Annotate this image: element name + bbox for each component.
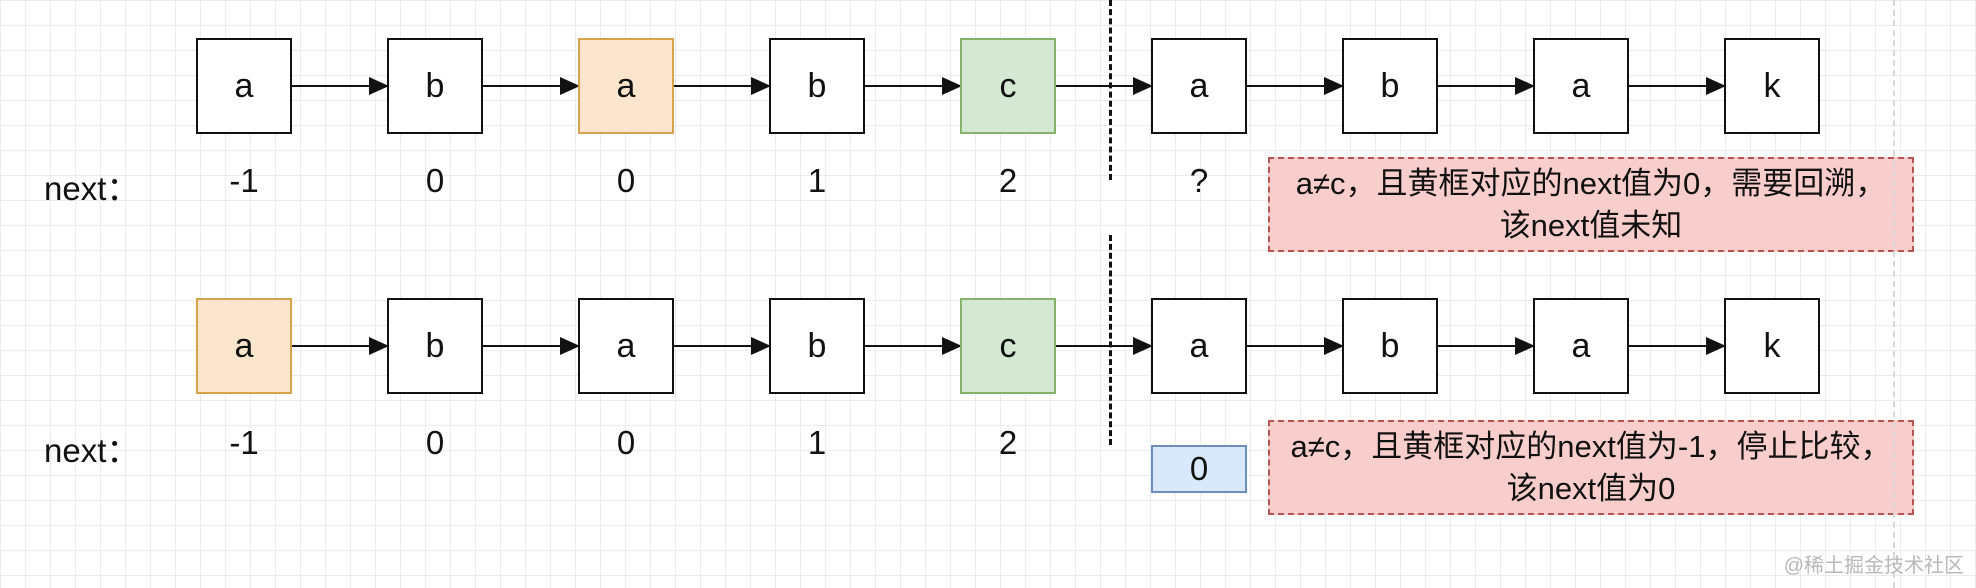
next-value: 0 [425,424,445,461]
next-value: -1 [229,162,259,199]
dashed-divider [1109,235,1112,445]
list-node: b [1342,298,1438,394]
list-node: a [1151,298,1247,394]
next-label: next： [44,432,140,469]
arrow [1438,337,1535,355]
arrow [1438,77,1535,95]
arrow [674,337,771,355]
next-value: 2 [998,162,1018,199]
annotation-note: a≠c，且黄框对应的next值为0，需要回溯，该next值未知 [1268,157,1914,252]
arrow [674,77,771,95]
list-node: k [1724,298,1820,394]
list-node: a [578,298,674,394]
list-node: b [1342,38,1438,134]
arrow [292,337,389,355]
arrow [483,337,580,355]
arrow [1629,337,1726,355]
list-node: b [769,38,865,134]
next-value: 0 [425,162,445,199]
list-node: c [960,38,1056,134]
list-node: a [1533,298,1629,394]
arrow [865,77,962,95]
arrow [1056,337,1153,355]
list-node: b [387,38,483,134]
arrow [292,77,389,95]
list-node: a [196,38,292,134]
arrow [1247,77,1344,95]
next-value: 0 [616,424,636,461]
list-node: a [1533,38,1629,134]
arrow [1629,77,1726,95]
watermark: @稀土掘金技术社区 [1783,555,1964,577]
annotation-note: a≠c，且黄框对应的next值为-1，停止比较，该next值为0 [1268,420,1914,515]
next-label: next： [44,170,140,207]
arrow [1056,77,1153,95]
next-value: -1 [229,424,259,461]
arrow [1247,337,1344,355]
arrow [865,337,962,355]
list-node: a [578,38,674,134]
dashed-divider [1109,0,1112,180]
next-value: 0 [616,162,636,199]
list-node: b [387,298,483,394]
next-value: 2 [998,424,1018,461]
next-value: ? [1189,162,1209,199]
list-node: c [960,298,1056,394]
next-value: 1 [807,424,827,461]
list-node: a [196,298,292,394]
next-value-highlight: 0 [1151,445,1247,493]
list-node: a [1151,38,1247,134]
page-edge-guide [1893,0,1895,588]
list-node: k [1724,38,1820,134]
next-value: 1 [807,162,827,199]
arrow [483,77,580,95]
list-node: b [769,298,865,394]
